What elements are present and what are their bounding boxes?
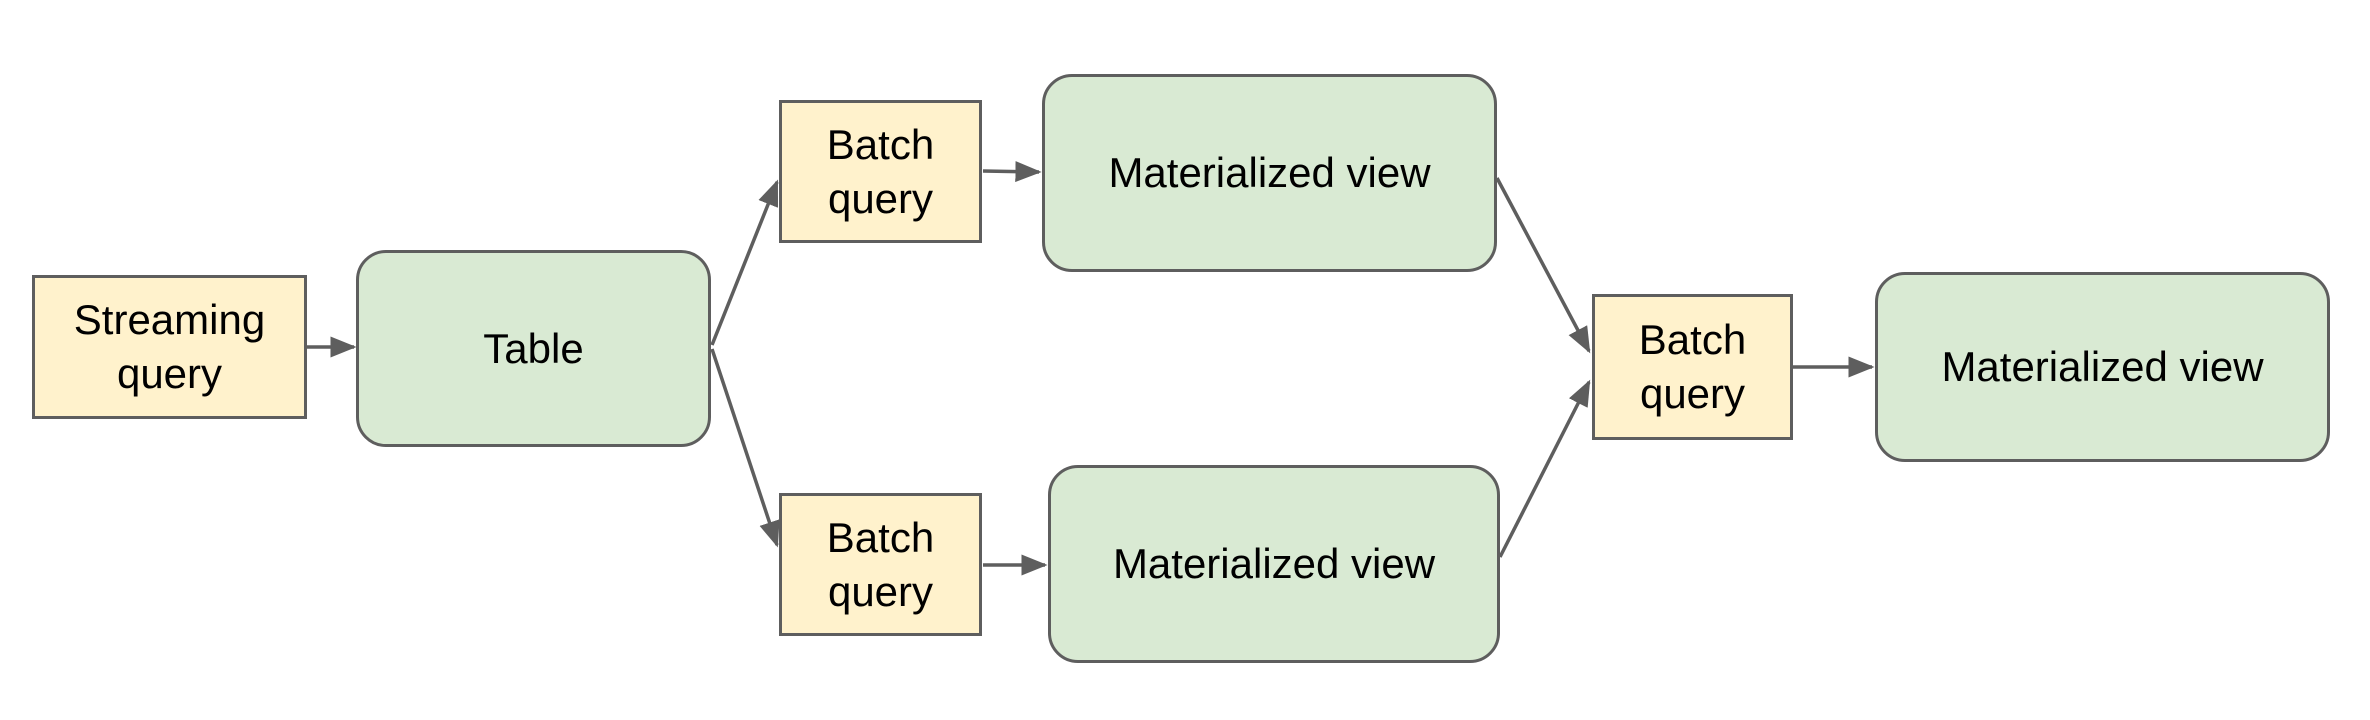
node-materialized-view-top: Materialized view xyxy=(1042,74,1497,272)
node-batch-query-merge-label: Batch query xyxy=(1638,316,1747,417)
node-materialized-view-final: Materialized view xyxy=(1875,272,2330,462)
node-streaming-query-label: Streaming query xyxy=(73,296,266,397)
edge-mv-top-to-batch-merge-arrow xyxy=(1495,177,1591,354)
node-table: Table xyxy=(356,250,711,447)
node-batch-query-top-label: Batch query xyxy=(826,120,935,222)
edge-table-to-batch-top-arrow xyxy=(710,179,779,346)
edge-batch-top-to-mv-top-arrow xyxy=(982,161,1042,183)
node-table-label: Table xyxy=(483,324,584,372)
node-batch-query-merge: Batch query xyxy=(1592,294,1793,440)
edge-mv-bottom-to-batch-merge-arrow xyxy=(1498,379,1591,558)
node-batch-query-bottom: Batch query xyxy=(779,493,982,636)
node-materialized-view-bottom: Materialized view xyxy=(1048,465,1500,663)
node-materialized-view-final-label: Materialized view xyxy=(1941,343,2264,391)
node-batch-query-top: Batch query xyxy=(779,100,982,243)
node-materialized-view-top-label: Materialized view xyxy=(1108,149,1431,197)
node-materialized-view-bottom-label: Materialized view xyxy=(1112,540,1436,588)
edge-table-to-batch-bottom-arrow xyxy=(710,348,780,548)
node-batch-query-bottom-label: Batch query xyxy=(826,513,935,615)
node-streaming-query: Streaming query xyxy=(32,275,307,419)
